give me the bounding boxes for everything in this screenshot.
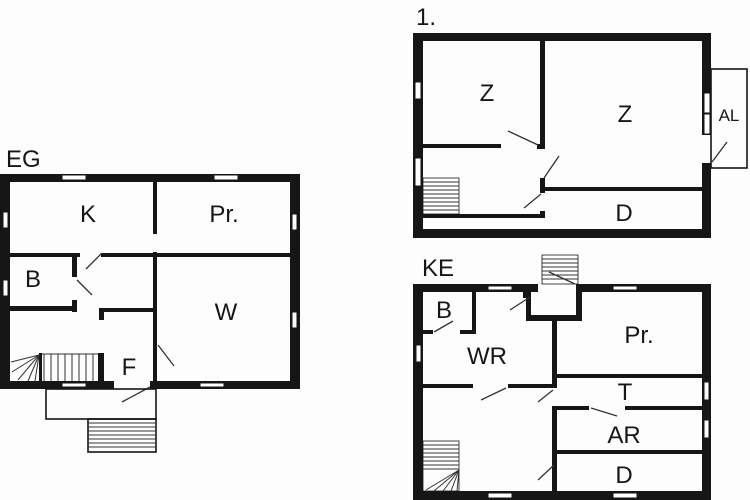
room-label: K: [80, 201, 96, 228]
window: [414, 81, 422, 100]
window: [703, 419, 710, 439]
entry-steps: [87, 418, 157, 453]
floor-plan-eg: EG: [0, 146, 300, 453]
window: [199, 382, 225, 388]
room-label: W: [215, 299, 238, 326]
staircase: [422, 440, 460, 492]
room-label: AR: [607, 422, 640, 449]
window: [2, 279, 9, 297]
staircase: [422, 177, 460, 215]
room-label: D: [615, 462, 632, 489]
floor-title-eg: EG: [6, 146, 41, 173]
room-label: B: [25, 266, 41, 293]
floor-title-ke: KE: [422, 255, 454, 282]
room-label: T: [618, 379, 633, 406]
window: [612, 285, 638, 291]
floor-plan-ke: KE: [413, 254, 711, 500]
room-label: Z: [618, 101, 633, 128]
exterior-steps: [541, 254, 579, 285]
room-label: D: [615, 200, 632, 227]
window: [487, 492, 513, 499]
room-label: WR: [467, 343, 507, 370]
window: [703, 92, 711, 114]
window: [612, 492, 638, 499]
floor-plan-og1: 1.: [413, 4, 748, 238]
window: [415, 344, 422, 363]
window: [291, 311, 298, 329]
window: [213, 174, 239, 181]
window: [703, 381, 710, 401]
window: [61, 382, 87, 388]
room-label: AL: [719, 106, 740, 125]
room-label: Pr.: [209, 201, 238, 228]
window: [2, 211, 9, 229]
window: [703, 113, 711, 135]
window: [487, 285, 513, 291]
room-label: B: [436, 297, 452, 324]
floor-title-og1: 1.: [416, 4, 436, 31]
room-label: F: [122, 354, 137, 381]
room-label: Z: [480, 80, 495, 107]
window: [414, 157, 422, 187]
staircase: [10, 353, 98, 382]
window: [61, 174, 87, 181]
window: [291, 213, 298, 231]
room-label: Pr.: [624, 322, 653, 349]
